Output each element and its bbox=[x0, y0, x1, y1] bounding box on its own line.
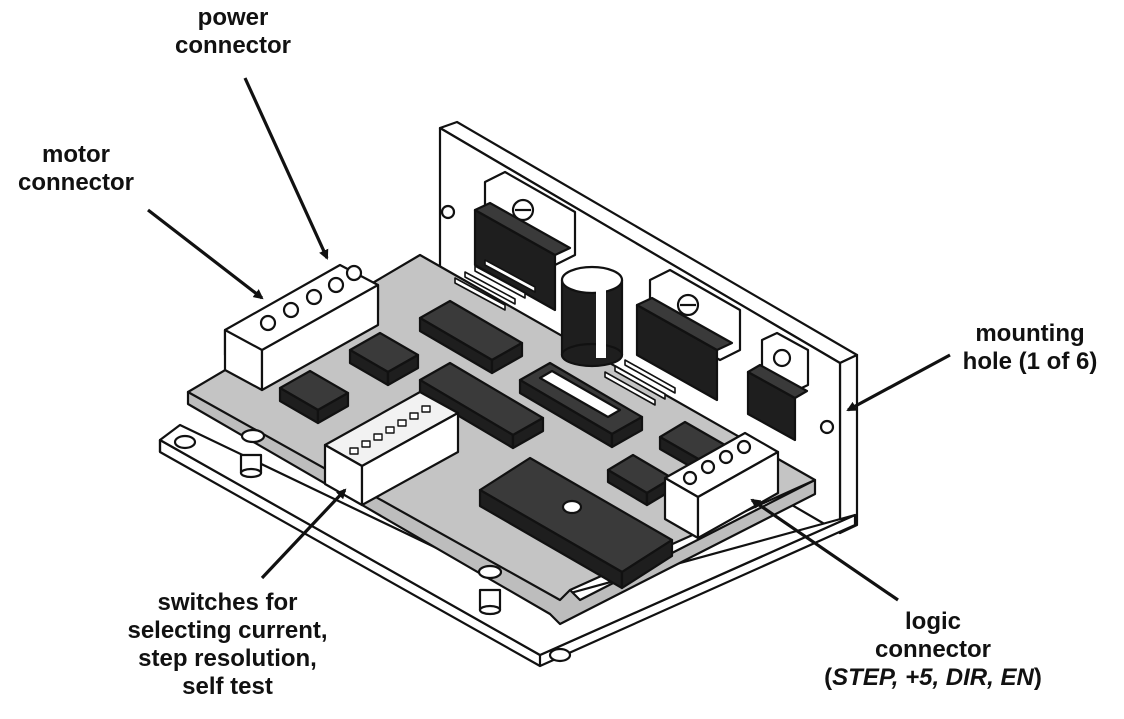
power-connector-arrow bbox=[243, 77, 329, 260]
microcontroller bbox=[478, 456, 674, 590]
ic-chip-1 bbox=[348, 331, 420, 387]
ic-chip-3 bbox=[418, 299, 524, 375]
mounting-hole-1 bbox=[440, 204, 456, 220]
mounting-hole-arrow bbox=[846, 353, 951, 412]
mounting-hole-4 bbox=[548, 647, 572, 663]
standoffs bbox=[239, 453, 502, 616]
power-transistor-2 bbox=[604, 268, 742, 406]
motor-power-terminal-block bbox=[223, 263, 380, 392]
logic-connector-arrow bbox=[750, 498, 899, 602]
switches-arrow bbox=[260, 488, 347, 580]
ic-chip-2 bbox=[278, 369, 350, 425]
base-plate bbox=[158, 423, 857, 668]
dip-switch-block bbox=[323, 390, 460, 507]
ic-chip-5 bbox=[518, 361, 644, 449]
small-transistor bbox=[746, 331, 810, 442]
logic-terminal-block bbox=[663, 431, 780, 540]
power-transistor-1 bbox=[454, 170, 577, 312]
mounting-hole-3 bbox=[173, 434, 197, 450]
standoff-top-1 bbox=[240, 428, 266, 444]
ic-chip-4 bbox=[418, 361, 545, 450]
mounting-hole-2 bbox=[819, 419, 835, 435]
motor-connector-arrow bbox=[147, 208, 264, 300]
standoff-top-2 bbox=[477, 564, 503, 580]
capacitor bbox=[560, 265, 624, 368]
logic-signals-label: (STEP, +5, DIR, EN) bbox=[824, 664, 1042, 691]
